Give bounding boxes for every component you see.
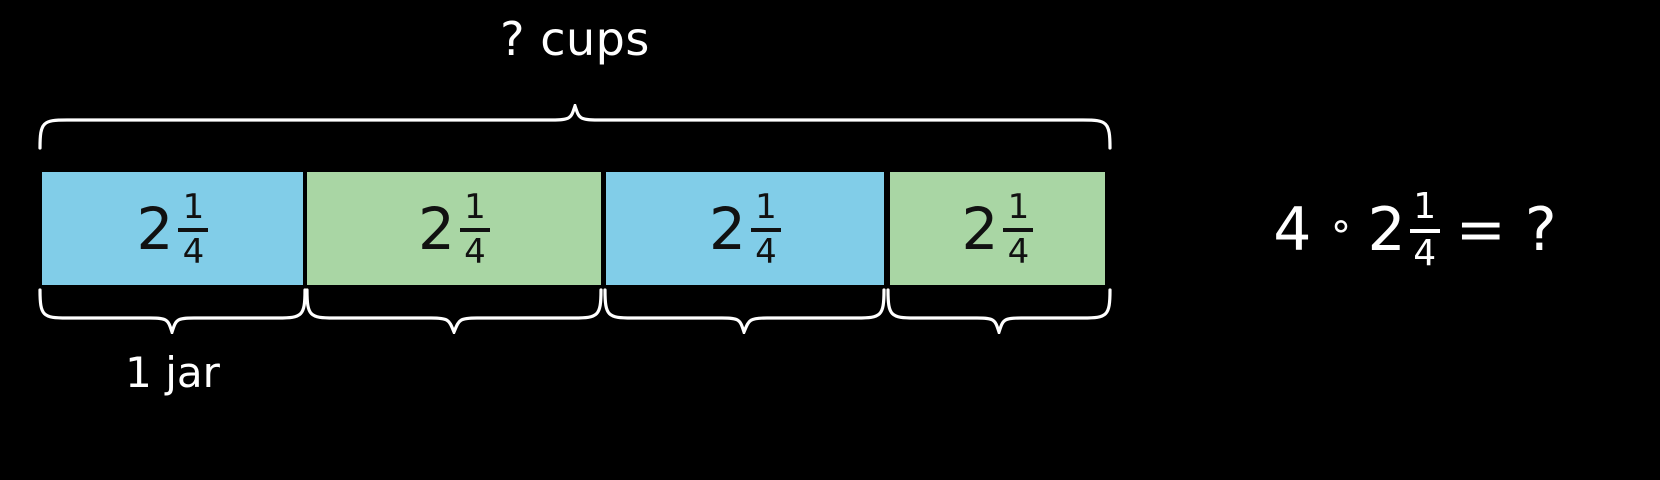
segment-numerator-4: 1 (1007, 186, 1030, 227)
bottom-brace-icon-2 (304, 288, 604, 334)
tape-diagram: ? cups 2 1 4 2 (0, 12, 1150, 397)
top-brace-label: ? cups (500, 12, 650, 66)
equation-fraction-bar (1409, 229, 1440, 233)
segment-fraction-3: 1 4 (750, 186, 781, 272)
segment-fraction-2: 1 4 (459, 186, 490, 272)
segment-value-1: 2 1 4 (136, 186, 209, 272)
tape-segment-4[interactable]: 2 1 4 (890, 172, 1105, 285)
bottom-brace-label: 1 jar (125, 348, 220, 397)
segment-whole-1: 2 (136, 194, 174, 263)
equation-operand-numerator: 1 (1413, 186, 1437, 228)
bottom-brace-icon-3 (602, 288, 887, 334)
equals-sign: = (1455, 195, 1506, 265)
tape-segment-3[interactable]: 2 1 4 (606, 172, 884, 285)
equation: 4 ∘ 2 1 4 = ? (1185, 170, 1645, 290)
equation-operand-denominator: 4 (1413, 233, 1437, 274)
segment-denominator-2: 4 (464, 231, 486, 272)
fraction-bar-3 (750, 227, 781, 232)
tape-segment-2[interactable]: 2 1 4 (307, 172, 601, 285)
equation-result: ? (1524, 195, 1557, 265)
tape-segment-1[interactable]: 2 1 4 (42, 172, 303, 285)
segment-fraction-4: 1 4 (1003, 186, 1034, 272)
segment-value-4: 2 1 4 (961, 186, 1034, 272)
fraction-bar-1 (178, 227, 209, 232)
fraction-bar-2 (459, 227, 490, 232)
segment-numerator-3: 1 (755, 186, 777, 227)
segment-value-3: 2 1 4 (709, 186, 781, 272)
segment-whole-3: 2 (709, 194, 746, 263)
segment-value-2: 2 1 4 (418, 186, 490, 272)
multiplication-circle-icon: ∘ (1328, 203, 1354, 249)
segment-denominator-3: 4 (755, 231, 777, 272)
fraction-bar-4 (1003, 227, 1034, 232)
equation-operand-whole: 2 (1367, 195, 1406, 265)
segment-numerator-2: 1 (464, 186, 486, 227)
bottom-brace-icon-4 (885, 288, 1113, 334)
segment-whole-2: 2 (418, 194, 455, 263)
segment-fraction-1: 1 4 (178, 186, 209, 272)
segment-whole-4: 2 (961, 194, 999, 263)
segment-denominator-4: 4 (1007, 231, 1030, 272)
equation-multiplier: 4 (1273, 195, 1312, 265)
segment-numerator-1: 1 (182, 186, 205, 227)
equation-operand-fraction: 1 4 (1409, 186, 1440, 274)
equation-operand: 2 1 4 (1367, 186, 1440, 274)
segment-denominator-1: 4 (182, 231, 205, 272)
top-brace-icon (37, 104, 1113, 150)
bottom-brace-icon-1 (37, 288, 308, 334)
